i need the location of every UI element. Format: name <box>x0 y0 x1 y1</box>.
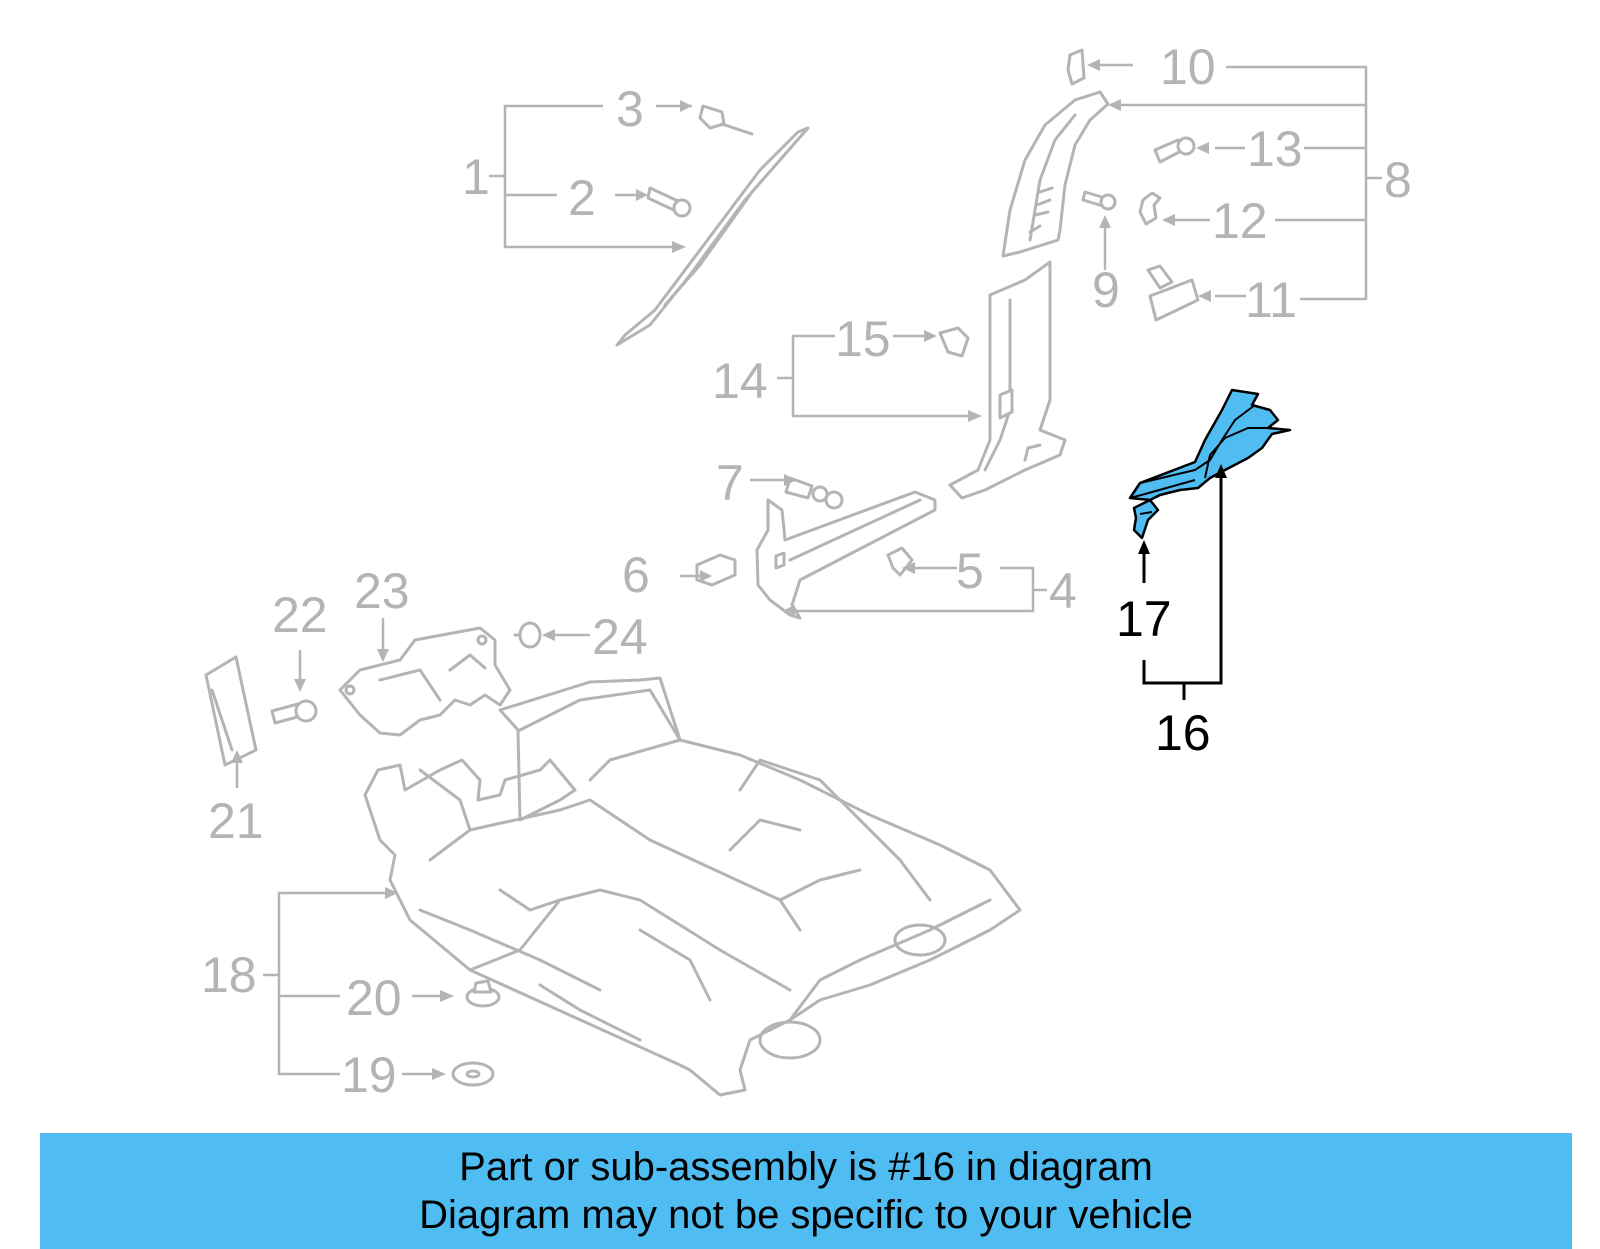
callout-9: 9 <box>1092 262 1120 318</box>
callout-24: 24 <box>592 609 648 665</box>
callout-4: 4 <box>1049 563 1077 619</box>
part-18-floor-carpet <box>363 676 1022 1097</box>
callout-12: 12 <box>1212 193 1268 249</box>
part-11-cover-icon <box>1146 264 1200 322</box>
callout-11: 11 <box>1245 272 1297 328</box>
callout-14-bracket <box>777 330 982 422</box>
part-7-clip-icon <box>784 476 844 510</box>
callout-16: 16 <box>1155 705 1211 761</box>
part-8-b-pillar-upper-trim <box>1001 90 1110 258</box>
part-22-bolt-icon <box>270 699 318 725</box>
callout-10: 10 <box>1160 39 1216 95</box>
banner-disclaimer: Diagram may not be specific to your vehi… <box>419 1193 1193 1237</box>
part-24-grommet-icon <box>513 621 542 649</box>
part-10-clip-icon <box>1066 48 1086 86</box>
part-19-grommet-icon <box>451 1061 495 1087</box>
part-2-bolt-icon <box>646 186 692 218</box>
callout-21: 21 <box>208 793 264 849</box>
part-1-a-pillar-trim <box>615 126 810 347</box>
part-13-bolt-icon <box>1153 136 1196 164</box>
part-20-grommet-icon <box>465 979 501 1008</box>
part-12-clip-icon <box>1138 191 1162 226</box>
callout-23: 23 <box>354 563 410 619</box>
callout-labels: 1 2 3 4 5 6 7 8 9 10 11 12 13 14 15 16 1… <box>201 39 1412 1103</box>
callout-19: 19 <box>341 1047 397 1103</box>
part-16-highlighted-trim <box>1128 388 1292 502</box>
callout-1-bracket <box>489 100 692 253</box>
callout-16-bracket <box>1138 464 1227 700</box>
callout-21-24-arrows <box>231 618 590 788</box>
callout-22: 22 <box>272 587 328 643</box>
callout-13: 13 <box>1247 121 1303 177</box>
callout-18: 18 <box>201 947 257 1003</box>
callout-17: 17 <box>1116 591 1172 647</box>
part-4-scuff-plate <box>755 490 937 620</box>
part-23-bracket <box>338 626 512 737</box>
callout-14: 14 <box>712 353 768 409</box>
callout-1: 1 <box>462 149 490 205</box>
callout-5: 5 <box>956 543 984 599</box>
banner-part-note: Part or sub-assembly is #16 in diagram <box>459 1145 1153 1189</box>
part-14-b-pillar-lower-trim <box>948 260 1067 500</box>
callout-7: 7 <box>716 455 744 511</box>
callout-15: 15 <box>835 311 891 367</box>
callout-8-bracket <box>1087 59 1382 302</box>
callout-18-bracket <box>263 887 454 1080</box>
callout-6: 6 <box>622 547 650 603</box>
part-3-clip-icon <box>698 104 754 136</box>
callout-4-bracket <box>680 474 1047 617</box>
part-15-clip-icon <box>938 326 970 358</box>
callout-8: 8 <box>1384 152 1412 208</box>
part-21-trim-panel <box>204 655 258 767</box>
callout-3: 3 <box>616 81 644 137</box>
info-banner: Part or sub-assembly is #16 in diagram D… <box>40 1133 1572 1249</box>
part-9-screw-icon <box>1081 190 1117 211</box>
callout-2: 2 <box>568 170 596 226</box>
part-17-clip-highlighted <box>1132 498 1160 540</box>
callout-20: 20 <box>346 970 402 1026</box>
